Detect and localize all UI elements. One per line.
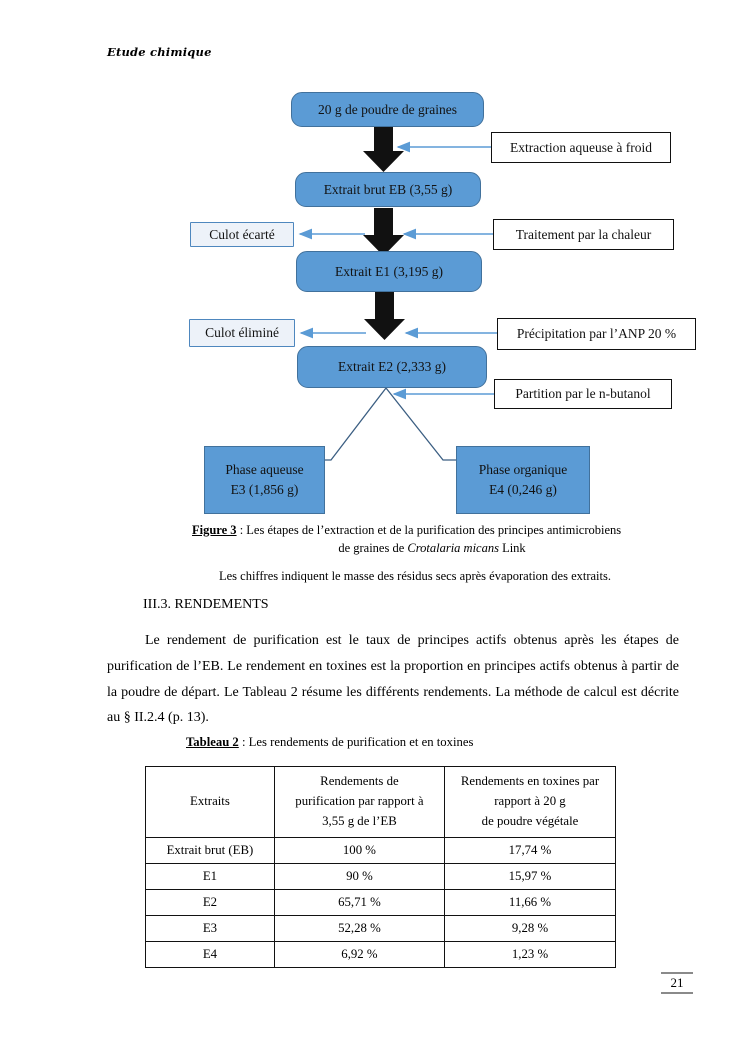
cell-extrait: Extrait brut (EB) bbox=[145, 837, 275, 864]
figure-caption-line2: de graines de Crotalaria micans Link bbox=[150, 540, 680, 558]
table-header-row: Extraits Rendements de purification par … bbox=[145, 766, 617, 838]
figure-caption-text2-pre: de graines de bbox=[338, 540, 408, 555]
header-toxines-line3: de poudre végétale bbox=[481, 813, 579, 828]
figure-caption-sep: : bbox=[236, 523, 247, 537]
table-row: Extrait brut (EB) 100 % 17,74 % bbox=[145, 837, 617, 864]
callout-traitement-label: Traitement par la chaleur bbox=[515, 226, 652, 242]
node-start[interactable]: 20 g de poudre de graines bbox=[291, 92, 484, 127]
figure-caption-text1: Les étapes de l’extraction et de la puri… bbox=[246, 523, 622, 537]
section-heading-rendements: III.3. RENDEMENTS bbox=[143, 597, 269, 612]
node-start-label: 20 g de poudre de graines bbox=[317, 101, 458, 117]
cell-extrait: E2 bbox=[145, 889, 275, 916]
cell-toxines: 11,66 % bbox=[443, 889, 617, 916]
table-caption-text: : Les rendements de purification et en t… bbox=[238, 735, 474, 749]
node-phase-aqueuse-e3[interactable]: Phase aqueuse E3 (1,856 g) bbox=[204, 446, 325, 514]
running-head: Etude chimique bbox=[107, 45, 212, 59]
table-row: E3 52,28 % 9,28 % bbox=[145, 915, 617, 942]
node-phase-organique-e4[interactable]: Phase organique E4 (0,246 g) bbox=[456, 446, 590, 514]
table-header-toxines: Rendements en toxines par rapport à 20 g… bbox=[443, 766, 617, 838]
figure-caption-note: Les chiffres indiquent le masse des rési… bbox=[218, 568, 611, 583]
cell-purification: 100 % bbox=[273, 837, 445, 864]
figure-label: Figure 3 bbox=[192, 523, 237, 537]
figure-caption-text2-post: Link bbox=[498, 540, 526, 555]
cell-extrait: E4 bbox=[145, 941, 275, 968]
table-row: E4 6,92 % 1,23 % bbox=[145, 941, 617, 968]
callout-traitement-chaleur[interactable]: Traitement par la chaleur bbox=[493, 219, 674, 250]
section-paragraph: Le rendement de purification est le taux… bbox=[107, 633, 679, 726]
table-caption: Tableau 2 : Les rendements de purificati… bbox=[186, 735, 473, 750]
callout-extraction-label: Extraction aqueuse à froid bbox=[509, 139, 653, 155]
cell-purification: 90 % bbox=[273, 863, 445, 890]
node-culot-ecarte-label: Culot écarté bbox=[209, 226, 275, 242]
table-row: E2 65,71 % 11,66 % bbox=[145, 889, 617, 916]
cell-extrait: E3 bbox=[145, 915, 275, 942]
header-purification-line2: purification par rapport à bbox=[295, 794, 424, 809]
rendements-table: Extraits Rendements de purification par … bbox=[145, 766, 617, 968]
node-e1-label: Extrait E1 (3,195 g) bbox=[335, 263, 443, 279]
node-culot-elimine[interactable]: Culot éliminé bbox=[189, 319, 295, 347]
callout-precipitation-label: Précipitation par l’ANP 20 % bbox=[516, 326, 677, 342]
node-extrait-e1[interactable]: Extrait E1 (3,195 g) bbox=[296, 251, 482, 292]
node-culot-elimine-label: Culot éliminé bbox=[205, 325, 279, 341]
callout-extraction-aqueuse[interactable]: Extraction aqueuse à froid bbox=[491, 132, 671, 163]
cell-extrait: E1 bbox=[145, 863, 275, 890]
table-label: Tableau 2 bbox=[186, 735, 239, 749]
header-purification-line1: Rendements de bbox=[320, 774, 399, 789]
node-e4-label-line1: Phase organique bbox=[478, 462, 568, 478]
extraction-flowchart: 20 g de poudre de graines Extrait brut E… bbox=[0, 0, 745, 520]
table-row: E1 90 % 15,97 % bbox=[145, 863, 617, 890]
header-toxines-line1: Rendements en toxines par bbox=[460, 774, 600, 789]
node-e2-label: Extrait E2 (2,333 g) bbox=[338, 359, 446, 375]
header-toxines-line2: rapport à 20 g bbox=[494, 794, 566, 809]
cell-purification: 65,71 % bbox=[273, 889, 445, 916]
figure-caption-line1: Figure 3 : Les étapes de l’extraction et… bbox=[150, 522, 680, 540]
callout-partition-label: Partition par le n-butanol bbox=[515, 386, 651, 402]
cell-toxines: 1,23 % bbox=[443, 941, 617, 968]
node-extrait-e2[interactable]: Extrait E2 (2,333 g) bbox=[297, 346, 487, 388]
cell-toxines: 9,28 % bbox=[443, 915, 617, 942]
node-eb-label: Extrait brut EB (3,55 g) bbox=[323, 181, 453, 197]
node-culot-ecarte[interactable]: Culot écarté bbox=[190, 222, 294, 247]
callout-partition-butanol[interactable]: Partition par le n-butanol bbox=[494, 379, 672, 409]
node-extrait-brut-eb[interactable]: Extrait brut EB (3,55 g) bbox=[295, 172, 481, 207]
node-e3-label-line2: E3 (1,856 g) bbox=[230, 482, 299, 497]
header-purification-line3: 3,55 g de l’EB bbox=[322, 813, 397, 828]
figure-caption-species: Crotalaria micans bbox=[407, 540, 499, 555]
node-e4-label-line2: E4 (0,246 g) bbox=[489, 482, 557, 497]
header-extraits-line1: Extraits bbox=[190, 794, 230, 809]
phase-split-connectors bbox=[324, 387, 456, 461]
cell-toxines: 15,97 % bbox=[443, 863, 617, 890]
cell-purification: 6,92 % bbox=[273, 941, 445, 968]
black-flow-arrows bbox=[363, 124, 405, 340]
table-header-purification: Rendements de purification par rapport à… bbox=[273, 766, 445, 838]
cell-purification: 52,28 % bbox=[273, 915, 445, 942]
callout-precipitation-anp[interactable]: Précipitation par l’ANP 20 % bbox=[497, 318, 696, 350]
cell-toxines: 17,74 % bbox=[443, 837, 617, 864]
node-e3-label-line1: Phase aqueuse bbox=[225, 462, 304, 478]
page-number: 21 bbox=[661, 972, 693, 994]
figure-caption: Figure 3 : Les étapes de l’extraction et… bbox=[150, 522, 680, 585]
table-header-extraits: Extraits bbox=[145, 766, 275, 838]
